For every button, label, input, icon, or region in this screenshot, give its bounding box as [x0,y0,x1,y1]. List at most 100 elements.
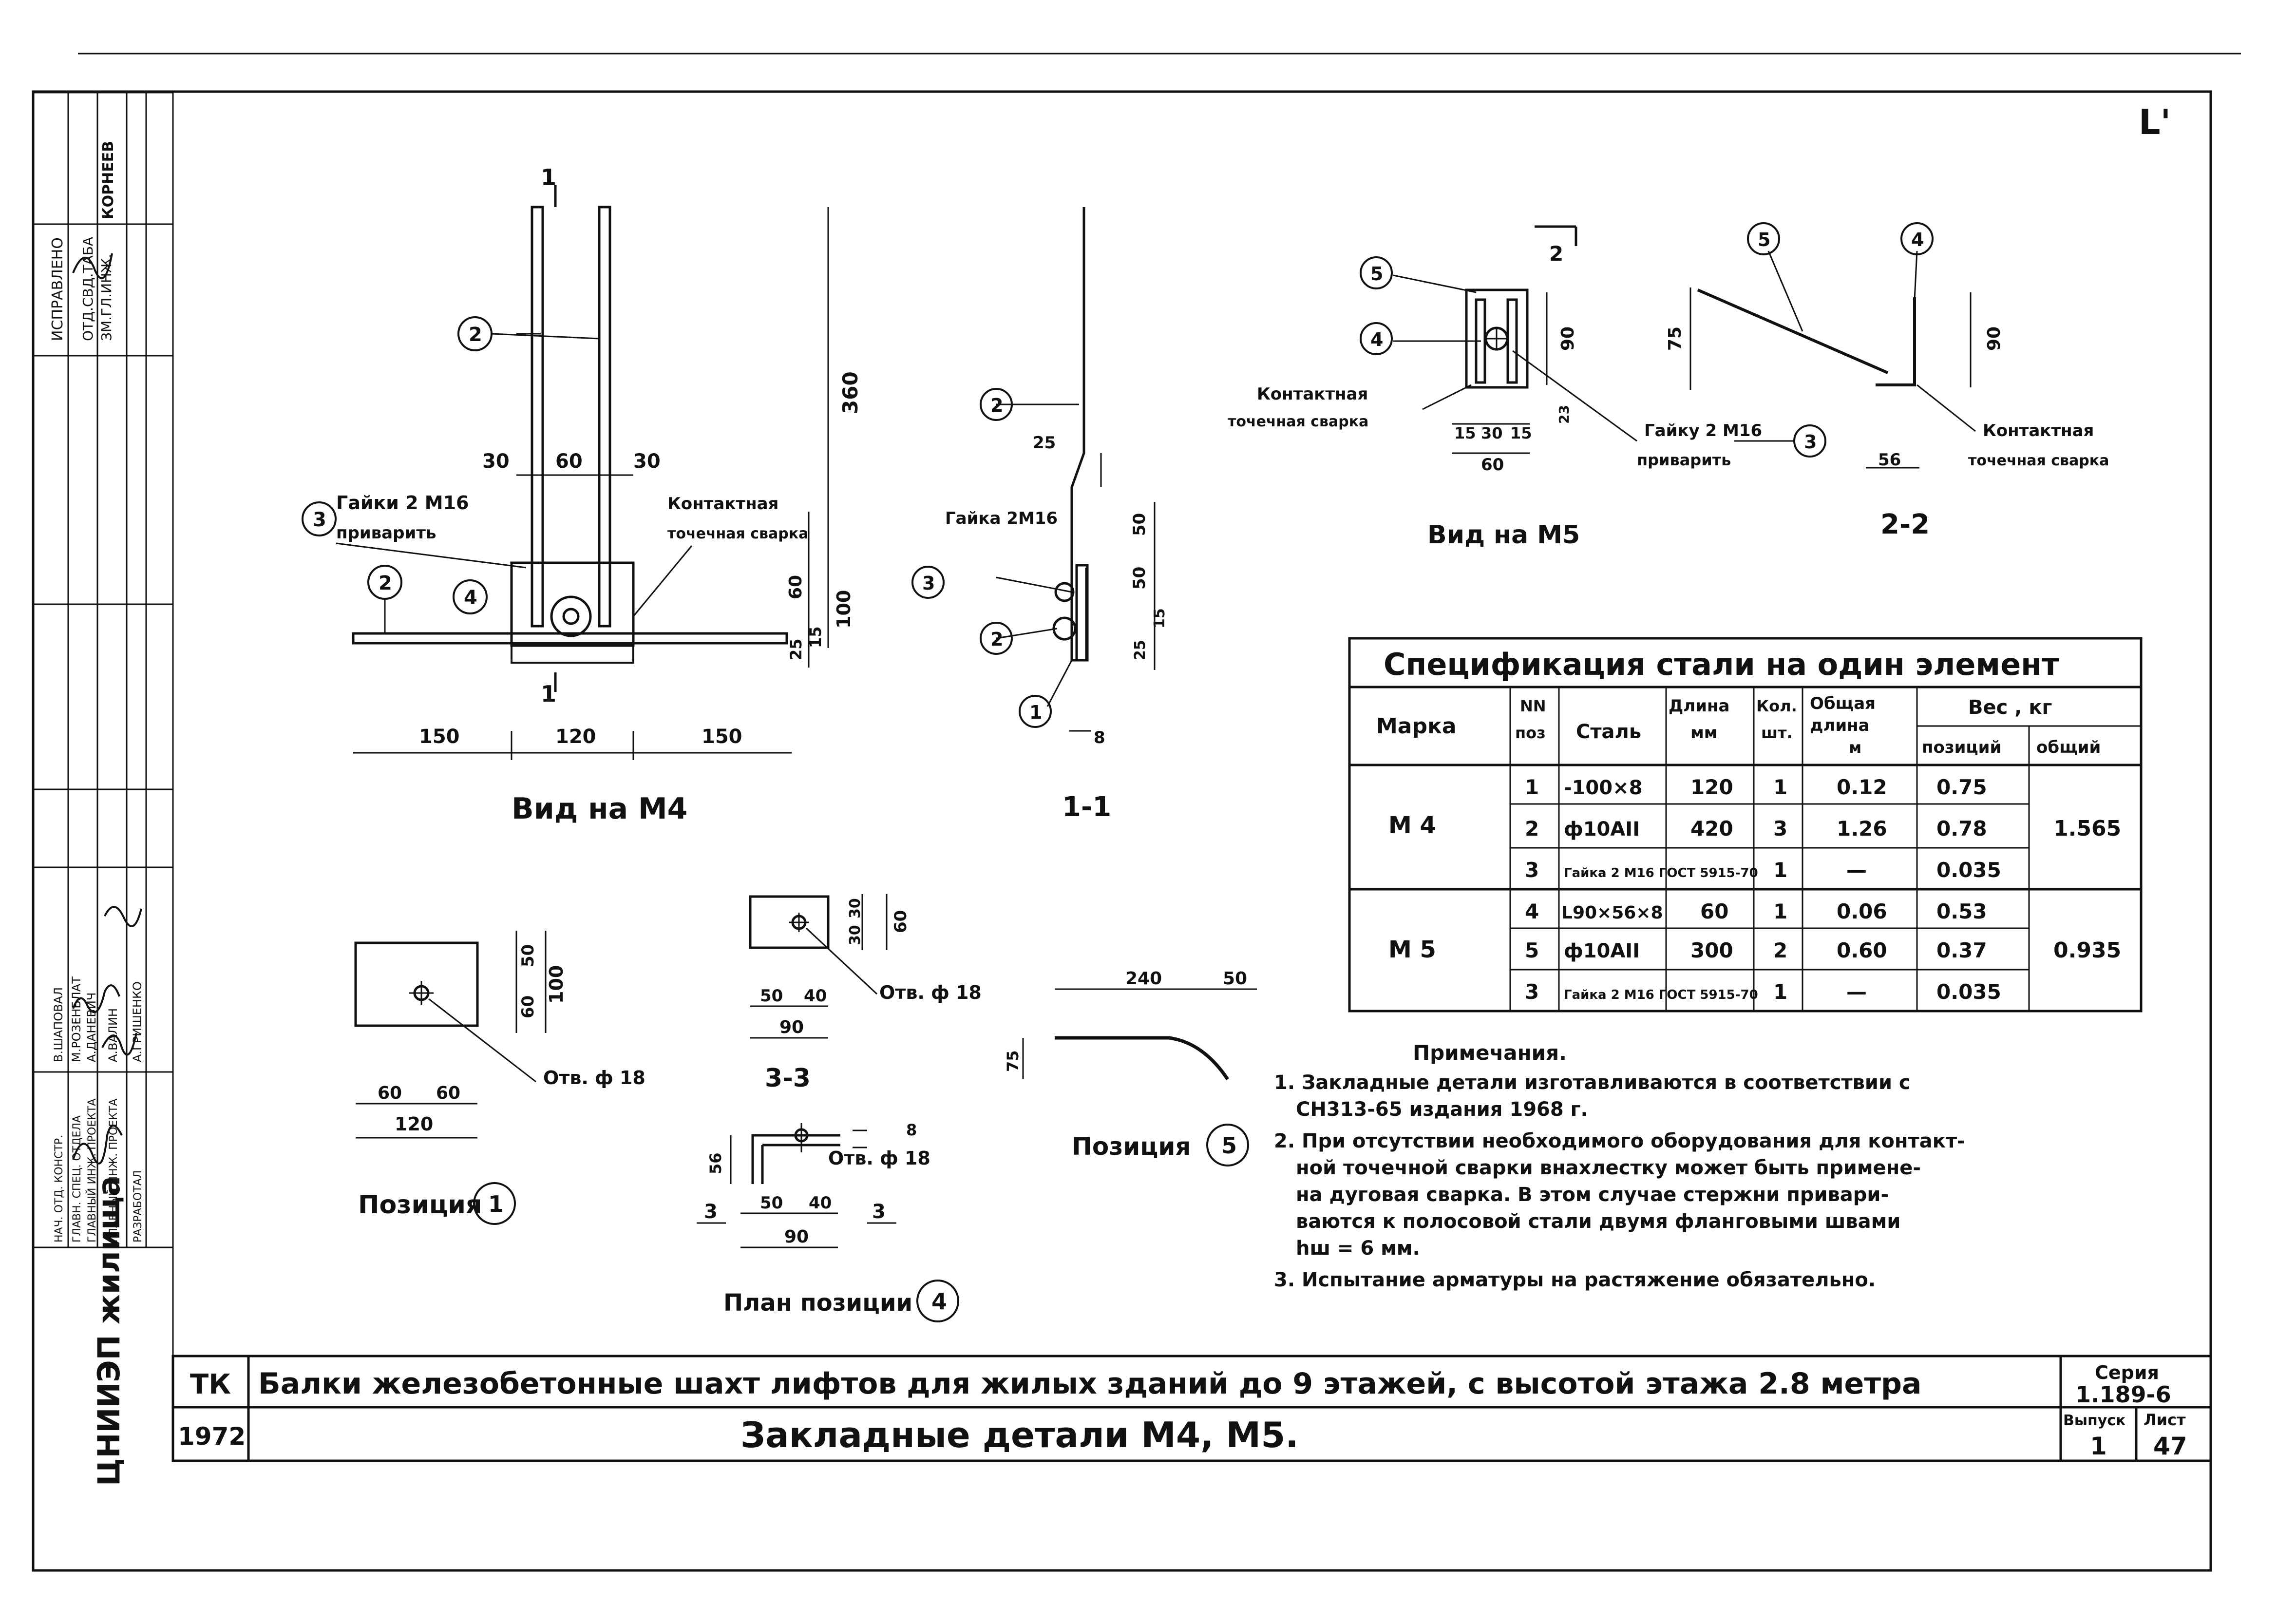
svg-text:4: 4 [931,1288,947,1315]
notes-title: Примечания. [1413,1041,1567,1065]
dim-150: 150 [419,726,460,748]
section-mark-3: 3 [872,1201,886,1223]
svg-text:420: 420 [1690,817,1733,841]
title-org: ТК [190,1369,231,1400]
table-row: 5 ф10АII 300 2 0.60 0.37 [1525,938,1987,962]
table-row: 2 ф10АII 420 3 1.26 0.78 [1525,817,1987,841]
dim-100: 100 [546,965,567,1004]
dim-50: 50 [760,986,783,1006]
table-row: 3 Гайка 2 М16 ГОСТ 5915-70 1 — 0.035 [1525,858,2001,882]
total-m4: 1.565 [2053,816,2121,841]
dim-40: 40 [804,986,827,1006]
svg-text:1: 1 [488,1191,504,1217]
header-pos: NN [1520,697,1546,715]
svg-text:ф10АII: ф10АII [1564,818,1640,841]
svg-text:3: 3 [1525,858,1539,882]
note-line: 3. Испытание арматуры на растяжение обяз… [1274,1269,1876,1291]
callout: 3 [302,501,337,536]
svg-text:1: 1 [1773,858,1787,882]
issue-label: Выпуск [2063,1412,2125,1429]
stamp-top-3: ЗМ.ГЛ.ИНЖ. [98,254,114,341]
svg-text:2: 2 [1773,938,1787,962]
note-line: hш = 6 мм. [1296,1237,1420,1260]
callout: 2 [980,388,1013,421]
svg-text:3: 3 [1525,980,1539,1004]
caption-view-m4: Вид на М4 [512,792,687,826]
dim-50: 50 [1130,513,1149,536]
dim-30: 30 [482,450,510,473]
svg-text:300: 300 [1690,938,1733,962]
callout: 4 [453,579,488,614]
position-number-circle: 5 [1206,1124,1249,1166]
section-mark-1: 1 [541,681,556,707]
header-qty: Кол. [1756,697,1797,715]
position-5: 240 50 75 Позиция 5 [1004,969,1257,1166]
org-vertical-text: ЦНИИЭП жилища [91,1176,127,1486]
label-nuts-weld: приварить [336,523,436,543]
dim-30: 30 [1481,424,1503,442]
svg-text:L90×56×8: L90×56×8 [1561,903,1663,923]
dim-15: 15 [806,626,825,648]
corner-mark: L' [2139,102,2171,142]
title-line-2: Закладные детали М4, М5. [740,1415,1299,1455]
dim-8: 8 [1094,728,1105,747]
dim-360: 360 [838,371,862,414]
position-number-circle: 1 [473,1182,516,1225]
dim-30: 30 [633,450,661,473]
dim-15: 15 [1454,424,1476,442]
svg-text:1: 1 [1029,702,1042,723]
dim-50: 50 [1223,969,1247,989]
table-row: 4 L90×56×8 60 1 0.06 0.53 [1525,899,1987,923]
note-line: 1. Закладные детали изготавливаются в со… [1274,1071,1911,1094]
hole-label: Отв. ф 18 [828,1147,930,1169]
stamp-row-name: М.РОЗЕНБЛАТ [70,976,83,1062]
note-line: СН313-65 издания 1968 г. [1296,1098,1588,1121]
header-weight-pos: позиций [1922,738,2001,757]
dim-25: 25 [1132,640,1149,660]
svg-text:0.12: 0.12 [1837,775,1887,799]
label-contact-weld: точечная сварка [1968,452,2109,469]
svg-text:-100×8: -100×8 [1564,777,1642,799]
svg-text:Гайка 2 М16 ГОСТ 5915-70: Гайка 2 М16 ГОСТ 5915-70 [1564,866,1758,880]
title-block: ТК 1972 Балки железобетонные шахт лифтов… [171,1355,2212,1462]
dim-120: 120 [395,1113,433,1135]
svg-text:—: — [1846,980,1867,1004]
stamp-row-name: А.ГРИШЕНКО [131,981,144,1062]
svg-text:120: 120 [1690,775,1733,799]
callout: 2 [980,622,1013,655]
stamp-column: ЦНИИЭП жилища ИСПРАВЛЕНО ОТД.СВД.ТАБА ЗМ… [33,92,173,1486]
section-2-2: 75 90 56 Контактная точечная сварка 5 4 … [1665,222,2109,540]
series-label: Серия [2095,1362,2159,1383]
dim-100: 100 [833,590,854,629]
dim-90: 90 [784,1227,809,1247]
dim-23: 23 [1556,405,1572,424]
note-line: 2. При отсутствии необходимого оборудова… [1274,1130,1965,1152]
dim-60: 60 [378,1083,402,1103]
dim-30: 30 [847,898,864,918]
dim-60: 60 [436,1083,460,1103]
svg-text:Гайка 2 М16 ГОСТ 5915-70: Гайка 2 М16 ГОСТ 5915-70 [1564,988,1758,1002]
dim-120: 120 [555,726,596,748]
svg-text:0.75: 0.75 [1936,775,1987,799]
header-length: мм [1690,723,1718,743]
dim-56: 56 [1878,450,1901,470]
svg-text:3: 3 [1773,817,1787,841]
svg-text:2: 2 [990,395,1003,416]
stamp-row-role: ГЛАВН. СПЕЦ. ОТДЕЛА [71,1115,83,1243]
dim-56: 56 [706,1152,725,1174]
dim-90: 90 [1984,326,2004,351]
sheet-frame [32,53,2241,1572]
svg-text:—: — [1846,858,1867,882]
svg-text:4: 4 [1911,229,1924,250]
stamp-row-name: В.ШАПОВАЛ [52,987,65,1062]
label-contact-weld: точечная сварка [1228,413,1368,430]
note-line: ваются к полосовой стали двумя фланговым… [1296,1210,1900,1233]
caption-position-1: Позиция [358,1190,482,1220]
dim-50: 50 [518,944,538,967]
title-year: 1972 [178,1422,246,1451]
callout: 4 [1900,222,1934,255]
svg-text:3: 3 [1804,431,1817,453]
stamp-top-4: КОРНЕЕВ [100,141,117,219]
header-pos: поз [1515,724,1546,742]
